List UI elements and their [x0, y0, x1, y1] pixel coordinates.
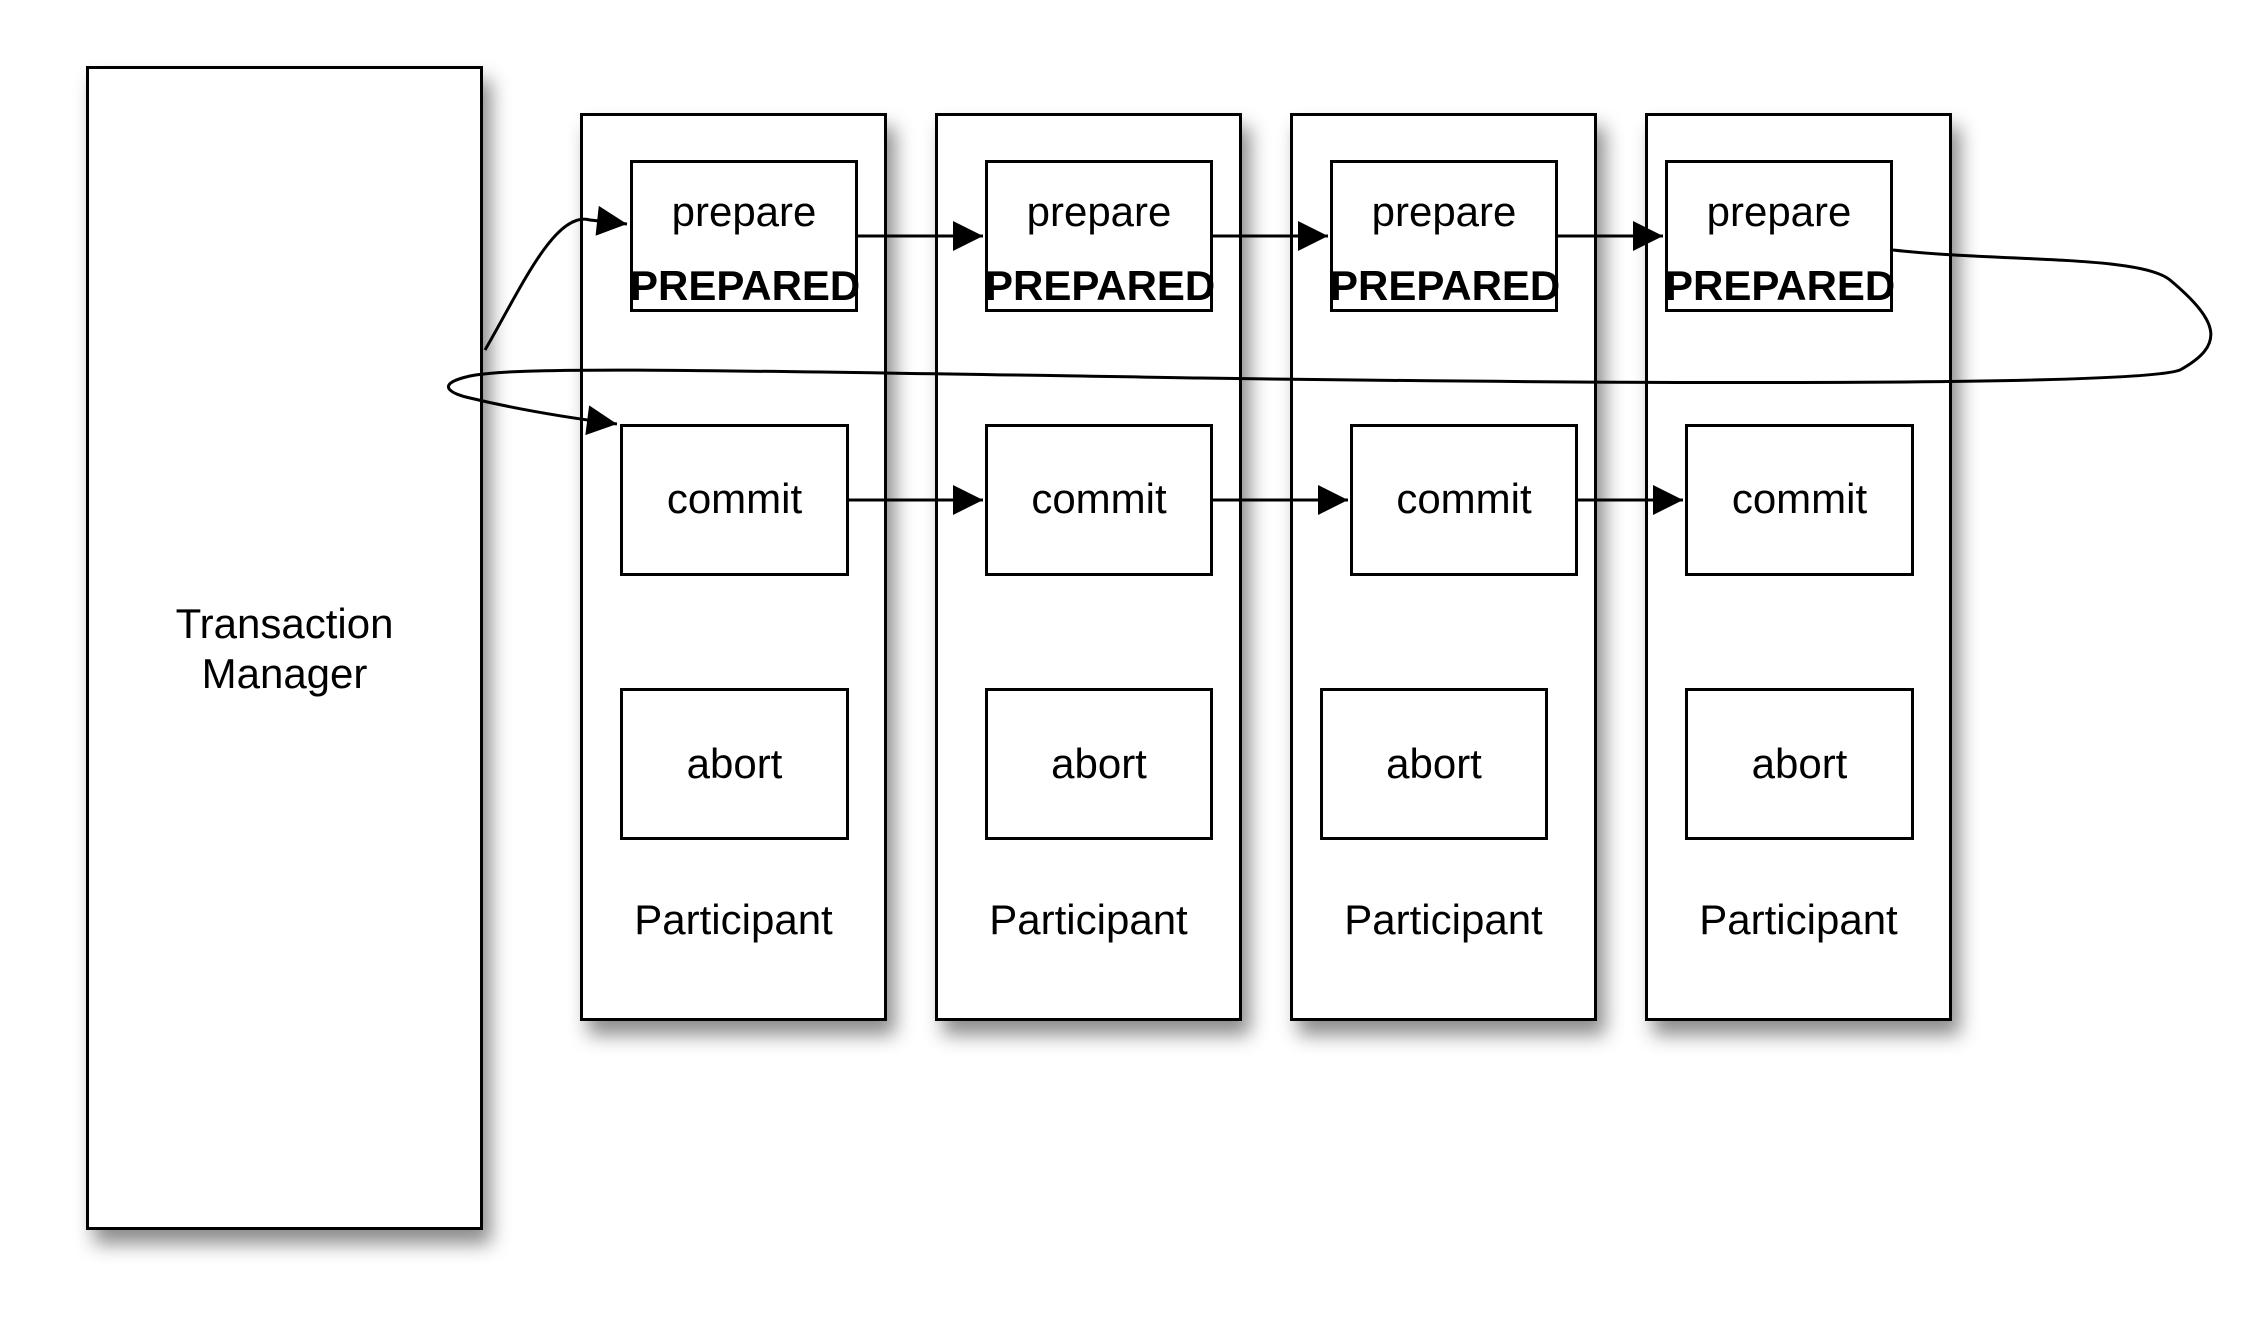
participant-2-prepare-label: prepare — [1026, 188, 1172, 235]
participant-4-prepare-label: prepare — [1706, 188, 1852, 235]
participant-3-abort-label: abort — [1386, 740, 1482, 787]
participant-3-prepare-box — [1330, 160, 1558, 312]
participant-3-commit-box — [1350, 424, 1578, 576]
participant-2-label: Participant — [989, 896, 1188, 943]
prepared-to-commit-loop — [446, 248, 2213, 436]
participant-4-abort-label: abort — [1751, 740, 1848, 787]
participant-4-prepare-box — [1665, 160, 1893, 312]
participant-1-prepare-box — [630, 160, 858, 312]
participant-1-abort-box — [620, 688, 849, 840]
participant-3-prepared-label: PREPARED — [1330, 262, 1561, 309]
participant-4-commit-label: commit — [1731, 475, 1868, 522]
transaction-manager-label: Transaction Manager — [175, 600, 394, 697]
participant-1-prepared-label: PREPARED — [630, 262, 861, 309]
participant-2-prepare-box — [985, 160, 1213, 312]
participant-2-commit-box — [985, 424, 1213, 576]
participant-1-abort-label: abort — [686, 740, 783, 787]
participant-4-prepared-label: PREPARED — [1665, 262, 1896, 309]
participant-2-commit-label: commit — [1031, 475, 1167, 522]
participant-1-label: Participant — [634, 896, 833, 943]
participant-3-label: Participant — [1344, 896, 1543, 943]
participant-4-label: Participant — [1699, 896, 1898, 943]
participant-2-prepared-label: PREPARED — [985, 262, 1216, 309]
participant-3-commit-label: commit — [1396, 475, 1532, 522]
participant-3-prepare-label: prepare — [1371, 188, 1517, 235]
participant-2-abort-label: abort — [1051, 740, 1147, 787]
participant-1-commit-box — [620, 424, 849, 576]
participant-3-abort-box — [1320, 688, 1548, 840]
participant-1-prepare-label: prepare — [671, 188, 817, 235]
participant-1-commit-label: commit — [666, 475, 803, 522]
transaction-manager-box — [86, 66, 483, 1230]
participant-2-abort-box — [985, 688, 1213, 840]
participant-4-abort-box — [1685, 688, 1914, 840]
participant-4-commit-box — [1685, 424, 1914, 576]
tm-to-prepare-arrow — [483, 205, 628, 351]
